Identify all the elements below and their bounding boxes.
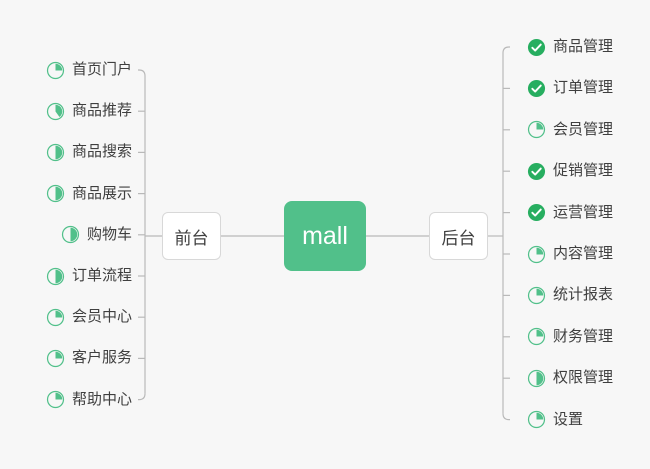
check-circle-icon bbox=[527, 162, 546, 180]
leaf-item[interactable]: 权限管理 bbox=[527, 366, 613, 390]
root-node-label: mall bbox=[302, 221, 348, 250]
leaf-item[interactable]: 财务管理 bbox=[527, 325, 613, 349]
pie-progress-icon bbox=[46, 390, 65, 409]
leaf-item[interactable]: 统计报表 bbox=[527, 283, 613, 307]
leaf-item-label: 会员管理 bbox=[553, 120, 614, 138]
leaf-item-label: 促销管理 bbox=[553, 162, 614, 180]
leaf-item-label: 订单流程 bbox=[71, 267, 132, 284]
leaf-item-label: 首页门户 bbox=[71, 61, 132, 78]
root-node-mall[interactable]: mall bbox=[284, 201, 366, 271]
branch-node-front-label: 前台 bbox=[174, 228, 209, 248]
leaf-item[interactable]: 商品搜索 bbox=[46, 140, 132, 164]
check-circle-icon bbox=[527, 38, 546, 56]
pie-progress-icon bbox=[46, 143, 65, 161]
leaf-item-label: 权限管理 bbox=[553, 369, 614, 387]
leaf-item-label: 财务管理 bbox=[553, 327, 614, 345]
connector-path bbox=[138, 69, 146, 77]
leaf-item-label: 客户服务 bbox=[71, 349, 132, 367]
leaf-item[interactable]: 帮助中心 bbox=[46, 388, 132, 412]
leaf-item-label: 购物车 bbox=[86, 225, 132, 243]
pie-progress-icon bbox=[527, 369, 546, 387]
leaf-item[interactable]: 订单管理 bbox=[527, 76, 613, 100]
pie-progress-icon bbox=[527, 286, 546, 304]
pie-progress-icon bbox=[46, 102, 65, 120]
pie-progress-icon bbox=[61, 226, 80, 244]
pie-progress-icon bbox=[46, 184, 65, 203]
leaf-item-label: 运营管理 bbox=[553, 203, 614, 221]
leaf-item-label: 商品搜索 bbox=[71, 143, 132, 161]
pie-progress-icon bbox=[527, 121, 546, 139]
leaf-item[interactable]: 订单流程 bbox=[46, 264, 132, 288]
leaf-item[interactable]: 促销管理 bbox=[527, 159, 613, 183]
pie-progress-icon bbox=[527, 245, 546, 263]
connector-path bbox=[502, 46, 510, 54]
leaf-item-label: 商品管理 bbox=[553, 38, 614, 55]
leaf-item-label: 统计报表 bbox=[553, 286, 614, 304]
pie-progress-icon bbox=[527, 410, 546, 429]
leaf-item-label: 设置 bbox=[553, 410, 584, 428]
leaf-item[interactable]: 商品推荐 bbox=[46, 99, 132, 123]
leaf-item-label: 内容管理 bbox=[553, 245, 614, 262]
check-circle-icon bbox=[527, 79, 546, 97]
connector-path bbox=[138, 393, 146, 401]
branch-node-front[interactable]: 前台 bbox=[162, 212, 221, 260]
check-circle-icon bbox=[527, 204, 546, 222]
pie-progress-icon bbox=[527, 328, 546, 346]
leaf-item-label: 会员中心 bbox=[71, 308, 132, 326]
leaf-item[interactable]: 会员中心 bbox=[46, 305, 132, 329]
leaf-item-label: 商品展示 bbox=[71, 184, 132, 202]
leaf-item[interactable]: 内容管理 bbox=[527, 242, 613, 266]
branch-node-back-label: 后台 bbox=[441, 228, 476, 248]
leaf-item-label: 商品推荐 bbox=[71, 102, 132, 120]
leaf-item[interactable]: 运营管理 bbox=[527, 201, 613, 225]
leaf-item-label: 订单管理 bbox=[553, 79, 614, 97]
pie-progress-icon bbox=[46, 267, 65, 285]
pie-progress-icon bbox=[46, 349, 65, 367]
leaf-item[interactable]: 商品管理 bbox=[527, 35, 613, 59]
leaf-item[interactable]: 首页门户 bbox=[46, 58, 132, 82]
leaf-item-label: 帮助中心 bbox=[71, 390, 132, 408]
pie-progress-icon bbox=[46, 308, 65, 326]
leaf-item[interactable]: 商品展示 bbox=[46, 182, 132, 206]
leaf-item[interactable]: 购物车 bbox=[61, 223, 132, 247]
leaf-item[interactable]: 设置 bbox=[527, 408, 583, 432]
leaf-item[interactable]: 会员管理 bbox=[527, 118, 613, 142]
connector-path bbox=[502, 413, 510, 421]
leaf-item[interactable]: 客户服务 bbox=[46, 346, 132, 370]
pie-progress-icon bbox=[46, 61, 65, 79]
branch-node-back[interactable]: 后台 bbox=[429, 212, 488, 260]
